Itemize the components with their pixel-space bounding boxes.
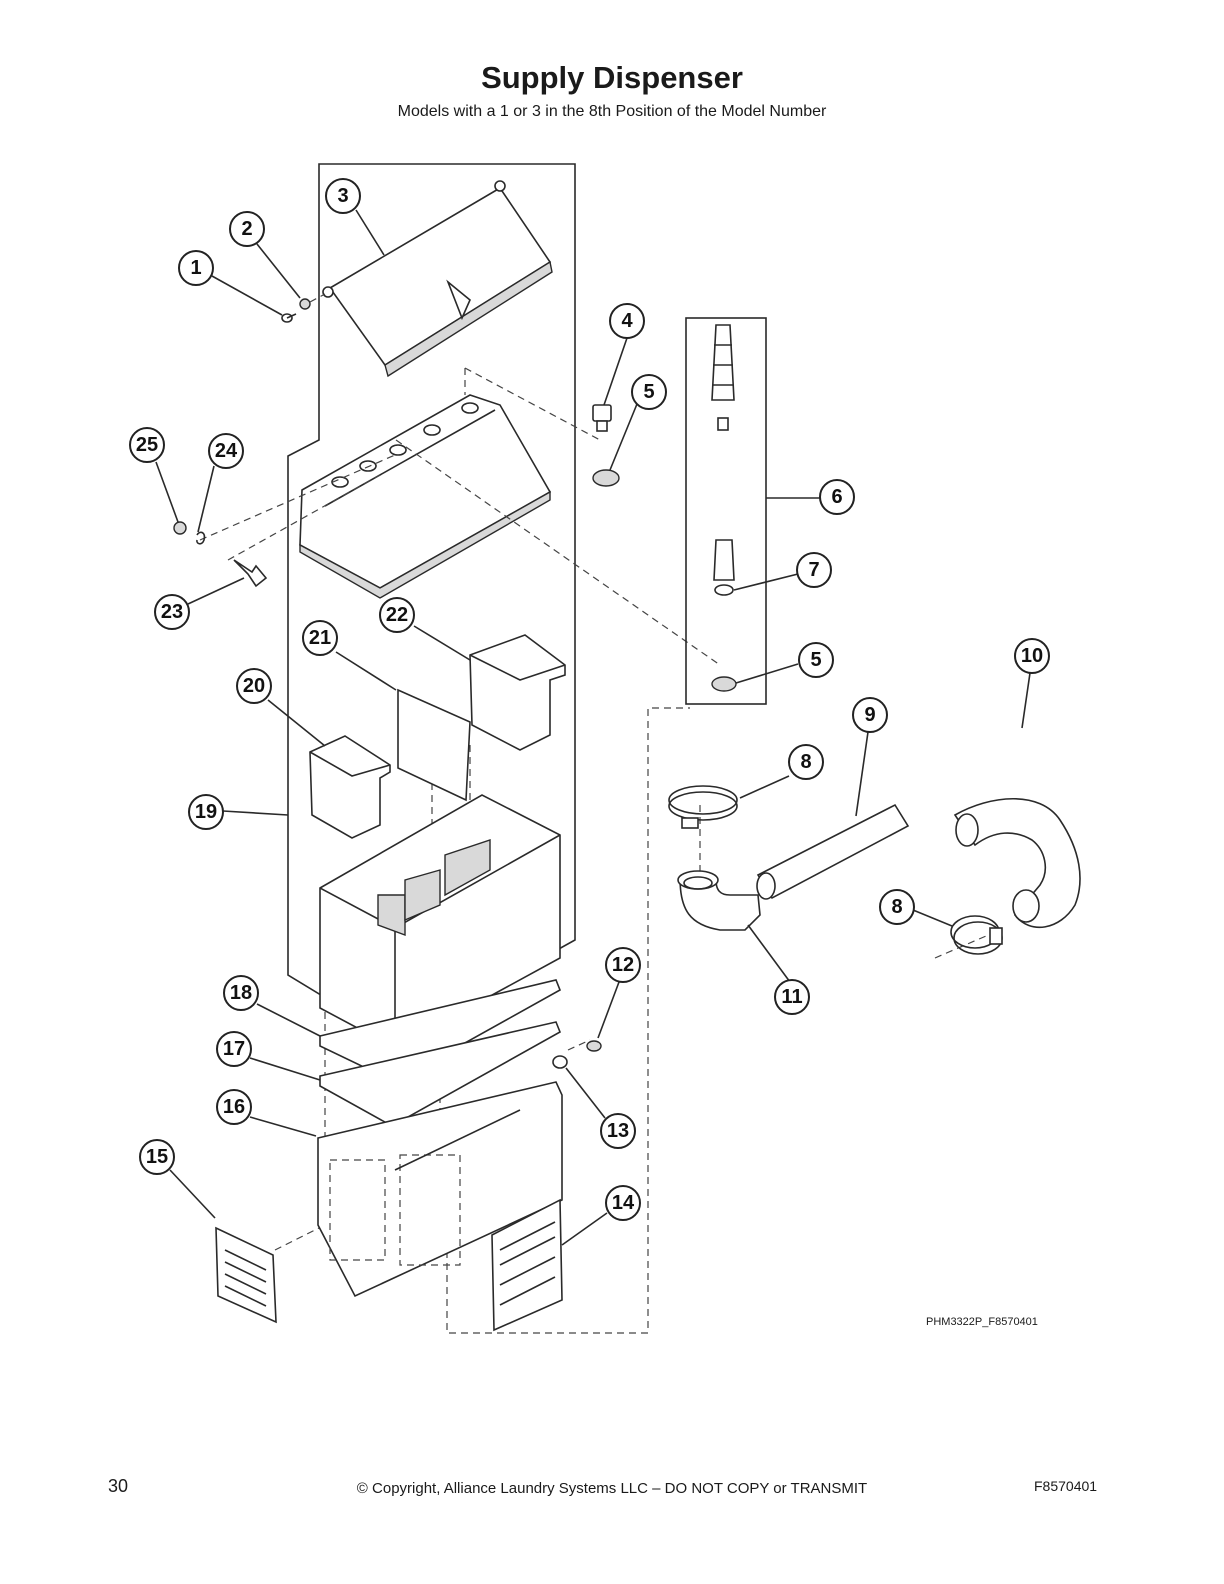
page-number: 30 [108, 1476, 129, 1496]
svg-text:18: 18 [230, 982, 252, 1004]
cup-large-part [469, 634, 566, 751]
nut-part-lower [711, 676, 737, 692]
nut-part-upper [592, 469, 620, 487]
callout-8-lower: 8 [879, 889, 915, 925]
rail-lower-part [319, 1021, 562, 1127]
elbow-part [677, 870, 761, 931]
svg-text:5: 5 [643, 381, 654, 403]
bottom-tray-part [317, 1081, 563, 1298]
svg-text:15: 15 [146, 1146, 168, 1168]
svg-text:24: 24 [215, 440, 238, 462]
divider-panel-part [397, 688, 471, 802]
plug-part [592, 404, 612, 432]
callout-12: 12 [605, 947, 641, 983]
o-ring-part [714, 584, 734, 596]
hose-part [953, 797, 1081, 929]
svg-text:25: 25 [136, 434, 158, 456]
callout-4: 4 [609, 303, 645, 339]
svg-text:6: 6 [831, 486, 842, 508]
page-subtitle: Models with a 1 or 3 in the 8th Position… [397, 103, 827, 120]
callout-5-upper: 5 [631, 374, 667, 410]
callout-24: 24 [208, 433, 244, 469]
svg-text:16: 16 [223, 1096, 245, 1118]
leader-lines [155, 209, 1031, 1246]
cup-small-part [309, 735, 391, 839]
svg-text:12: 12 [612, 954, 634, 976]
svg-text:20: 20 [243, 675, 265, 697]
callout-20: 20 [236, 668, 272, 704]
page-title: Supply Dispenser [481, 60, 743, 95]
svg-text:4: 4 [621, 310, 633, 332]
callout-11: 11 [774, 979, 810, 1015]
callout-1: 1 [178, 250, 214, 286]
nut-part-small [586, 1040, 602, 1052]
callout-14: 14 [605, 1185, 641, 1221]
svg-text:21: 21 [309, 627, 331, 649]
clip-part [196, 531, 206, 545]
hose-clamp-part-upper [668, 785, 738, 829]
warning-label-left [215, 1226, 277, 1324]
callout-25: 25 [129, 427, 165, 463]
callout-2: 2 [229, 211, 265, 247]
svg-text:8: 8 [891, 896, 902, 918]
callout-5-lower: 5 [798, 642, 834, 678]
callout-17: 17 [216, 1031, 252, 1067]
svg-text:1: 1 [190, 257, 201, 279]
washer-part-small [552, 1055, 568, 1069]
callout-13: 13 [600, 1113, 636, 1149]
svg-text:22: 22 [386, 604, 408, 626]
svg-text:7: 7 [808, 559, 819, 581]
hose-barb-part [711, 324, 735, 581]
hose-clamp-part-lower [950, 915, 1003, 955]
callout-21: 21 [302, 620, 338, 656]
screw-part [281, 313, 297, 323]
grommet-part [173, 521, 187, 535]
callout-3: 3 [325, 178, 361, 214]
svg-text:5: 5 [810, 649, 821, 671]
supply-tray-top [299, 394, 552, 599]
svg-text:19: 19 [195, 801, 217, 823]
document-code: F8570401 [1034, 1478, 1098, 1494]
svg-text:11: 11 [781, 986, 802, 1008]
callout-22: 22 [379, 597, 415, 633]
callout-9: 9 [852, 697, 888, 733]
svg-text:3: 3 [337, 185, 348, 207]
warning-label-right [491, 1198, 563, 1332]
washer-part [299, 298, 311, 310]
dispenser-box-part [319, 794, 561, 1049]
callout-16: 16 [216, 1089, 252, 1125]
callout-7: 7 [796, 552, 832, 588]
callout-15: 15 [139, 1139, 175, 1175]
svg-text:17: 17 [223, 1038, 245, 1060]
lid-part [322, 180, 553, 378]
svg-text:8: 8 [800, 751, 811, 773]
svg-text:14: 14 [612, 1192, 635, 1214]
rail-upper-part [319, 979, 562, 1083]
thumb-screw-part [233, 559, 268, 588]
callout-18: 18 [223, 975, 259, 1011]
svg-text:10: 10 [1021, 645, 1043, 667]
callout-6: 6 [819, 479, 855, 515]
tube-part [756, 803, 910, 900]
svg-text:13: 13 [607, 1120, 629, 1142]
copyright-notice: © Copyright, Alliance Laundry Systems LL… [356, 1480, 868, 1497]
callout-19: 19 [188, 794, 224, 830]
diagram-reference-code: PHM3322P_F8570401 [926, 1316, 1038, 1328]
callout-23: 23 [154, 594, 190, 630]
fitting-assembly-box [685, 317, 767, 705]
svg-text:23: 23 [161, 601, 183, 623]
svg-text:9: 9 [864, 704, 875, 726]
svg-text:2: 2 [241, 218, 252, 240]
callout-8-upper: 8 [788, 744, 824, 780]
callout-10: 10 [1014, 638, 1050, 674]
